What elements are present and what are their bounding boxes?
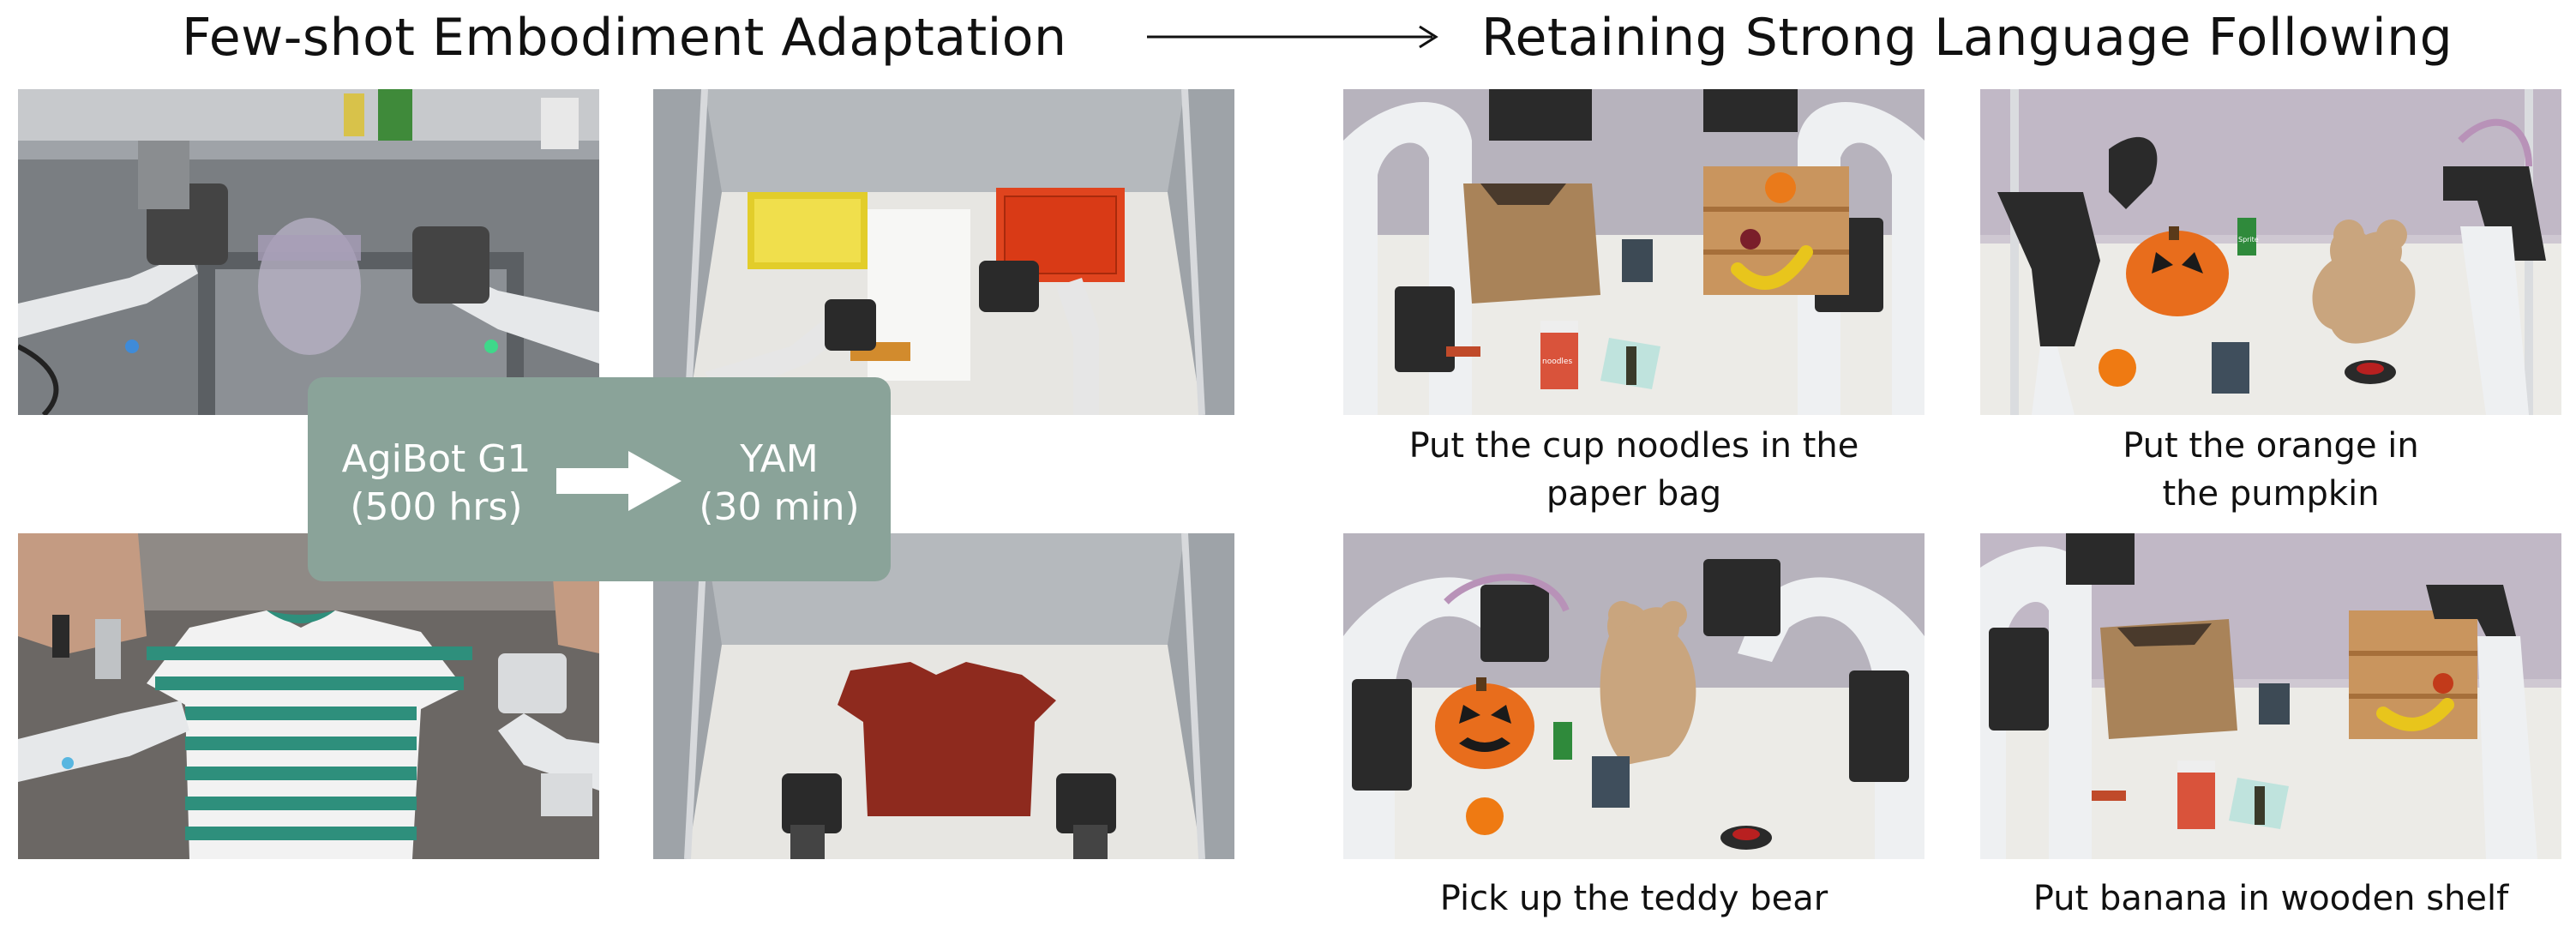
source-embodiment-hours: (500 hrs)	[350, 485, 523, 529]
arrow-right-icon	[1147, 25, 1438, 49]
photo-yam-shirt	[653, 533, 1234, 859]
task-caption-line: paper bag	[1546, 474, 1722, 514]
photo-yam-bins	[653, 89, 1234, 415]
photo-agibot-sink	[18, 89, 599, 415]
photo-task-orange-pumpkin: Sprite	[1980, 89, 2561, 415]
right-heading: Retaining Strong Language Following	[1481, 8, 2453, 68]
task-caption-line: the pumpkin	[2162, 474, 2380, 514]
task-caption-teddy-bear: Pick up the teddy bear	[1439, 879, 1828, 918]
task-caption-banana-shelf: Put banana in wooden shelf	[2033, 879, 2509, 918]
task-caption-line: Put the orange in	[2123, 426, 2419, 466]
task-caption-orange-pumpkin: Put the orange in the pumpkin	[1980, 422, 2561, 518]
target-embodiment-time: (30 min)	[699, 485, 860, 529]
left-heading: Few-shot Embodiment Adaptation	[182, 8, 1067, 68]
source-embodiment-name: AgiBot G1	[341, 437, 531, 481]
task-caption-cup-noodles: Put the cup noodles in the paper bag	[1343, 422, 1924, 518]
adaptation-arrow-icon	[556, 451, 682, 511]
cup-noodles-text: noodles	[1542, 358, 1572, 366]
photo-task-banana-shelf	[1980, 533, 2561, 859]
photo-agibot-shirt	[18, 533, 599, 859]
target-embodiment-name: YAM	[740, 437, 819, 481]
task-caption-line: Put the cup noodles in the	[1408, 426, 1859, 466]
photo-task-teddy-bear	[1343, 533, 1924, 859]
soda-text: Sprite	[2238, 236, 2259, 244]
adaptation-badge: AgiBot G1 (500 hrs) YAM (30 min)	[308, 377, 891, 581]
photo-task-cup-noodles: noodles	[1343, 89, 1924, 415]
